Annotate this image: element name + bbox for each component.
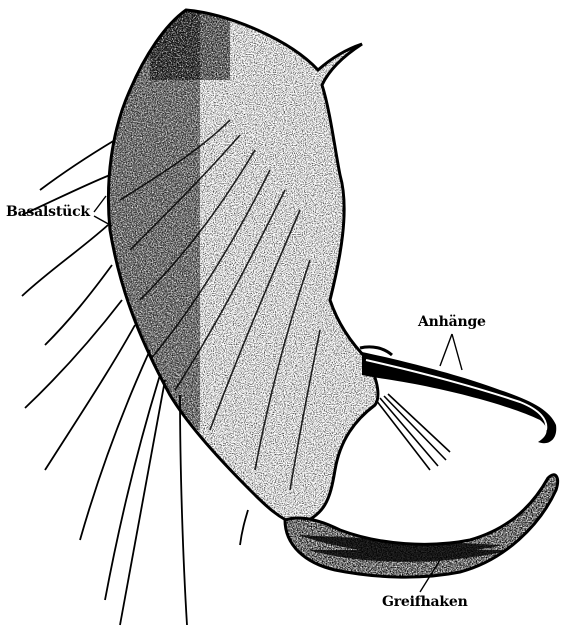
anhaenge-shape (360, 347, 556, 470)
label-greifhaken: Greifhaken (382, 594, 468, 610)
anhaenge-leaders (440, 334, 462, 370)
label-anhaenge: Anhänge (418, 314, 486, 330)
label-basalstueck: Basalstück (6, 204, 90, 220)
